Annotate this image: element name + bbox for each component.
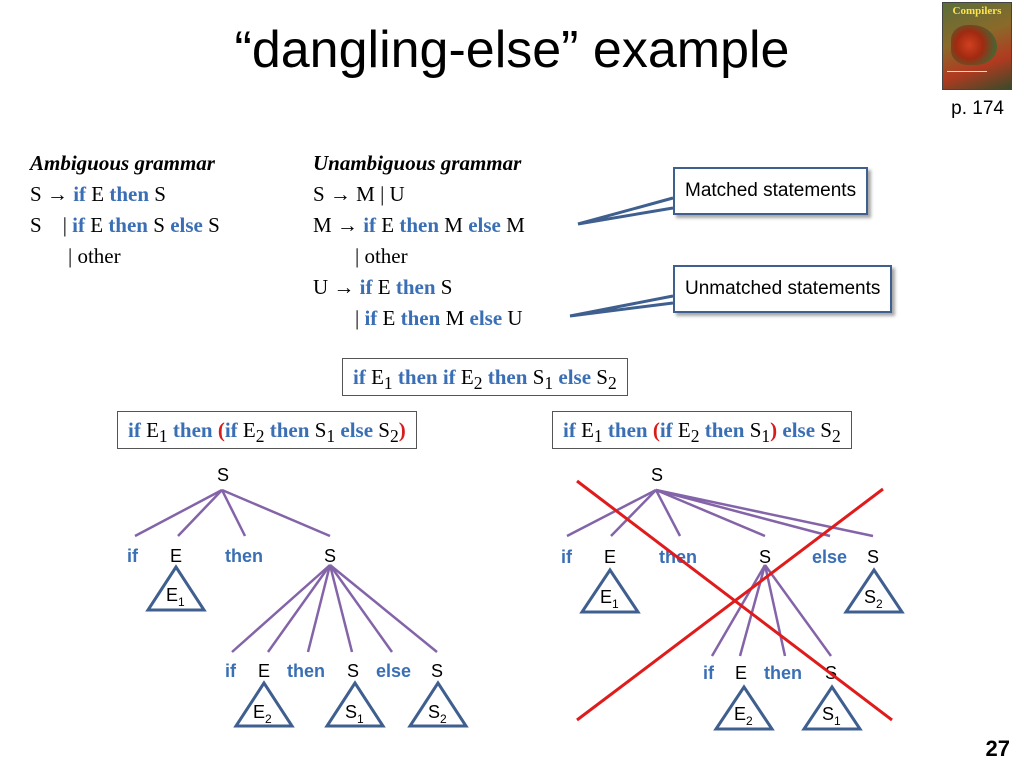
right-interpretation-box: if E1 then (if E2 then S1) else S2: [552, 411, 852, 449]
ambiguous-rule-2: S | if E then S else S: [30, 213, 220, 237]
left-tri-e1: [145, 564, 207, 612]
left-tree-inner-s2: S: [431, 661, 443, 681]
left-tri-s1: [324, 680, 386, 728]
right-tri-s2: [843, 567, 905, 614]
right-tri-e2: [713, 684, 775, 731]
left-tree-e1: E1: [166, 585, 185, 609]
right-tree-inner-e: E: [735, 663, 747, 683]
right-tree-if: if: [561, 547, 573, 567]
slide-number: 27: [985, 736, 1010, 761]
unmatched-statements-callout: Unmatched statements: [673, 265, 893, 313]
unambiguous-rule-4: U → if E then S: [313, 275, 453, 299]
left-tree-edges: [134, 488, 438, 653]
right-tree-s2: S2: [864, 587, 883, 611]
unambiguous-rule-1: S → M | U: [313, 182, 405, 206]
left-tree-s1: S1: [345, 702, 364, 726]
right-tree-edges: [566, 488, 874, 657]
left-tree-e2: E2: [253, 702, 272, 726]
right-tree-last-s: S: [867, 547, 879, 567]
book-cover-image: Compilers: [942, 2, 1012, 90]
book-cover-title: Compilers: [952, 5, 1002, 17]
left-tree-inner-else: else: [376, 661, 411, 681]
left-tree-inner-s: S: [324, 546, 336, 566]
unambiguous-rule-3: | other: [355, 244, 408, 268]
right-tree-e2: E2: [734, 704, 753, 728]
ambiguous-rule-3: | other: [68, 244, 121, 268]
matched-callout-connector: [577, 196, 674, 226]
input-sentence-box: if E1 then if E2 then S1 else S2: [342, 358, 628, 396]
left-tree-inner-s1: S: [347, 661, 359, 681]
left-tree-inner-if: if: [225, 661, 237, 681]
unambiguous-rule-2: M → if E then M else M: [313, 213, 525, 237]
ambiguous-rule-1: S → if E then S: [30, 182, 166, 206]
right-tree-cross-out: [576, 479, 893, 722]
left-interpretation-box: if E1 then (if E2 then S1 else S2): [117, 411, 417, 449]
left-tree-triangles: [145, 564, 469, 728]
page-reference: p. 174: [951, 98, 1004, 119]
matched-statements-callout: Matched statements: [673, 167, 869, 215]
right-tree-else: else: [812, 547, 847, 567]
left-tree-root-s: S: [217, 465, 229, 485]
right-tree-e: E: [604, 547, 616, 567]
right-tree-e1: E1: [600, 587, 619, 611]
right-tree-inner-if: if: [703, 663, 715, 683]
right-tree-triangles: [579, 567, 905, 731]
left-tree-if: if: [127, 546, 139, 566]
left-tree-s2: S2: [428, 702, 447, 726]
unambiguous-grammar: Unambiguous grammar S → M | U M → if E t…: [313, 148, 593, 334]
ambiguous-grammar: Ambiguous grammar S → if E then S S | if…: [30, 148, 300, 272]
right-tree-inner-s: S: [759, 547, 771, 567]
left-tree-e: E: [170, 546, 182, 566]
page-title: “dangling-else” example: [234, 21, 790, 79]
right-tree-root-s: S: [651, 465, 663, 485]
book-cover-authors: [947, 71, 987, 86]
dragon-illustration: [951, 25, 997, 65]
right-tree-s1: S1: [822, 704, 841, 728]
left-tree-inner-e: E: [258, 661, 270, 681]
left-tree-inner-then: then: [287, 661, 325, 681]
left-tri-e2: [233, 680, 295, 728]
left-tree-then: then: [225, 546, 263, 566]
right-tree-inner-then: then: [764, 663, 802, 683]
ambiguous-grammar-header: Ambiguous grammar: [30, 151, 215, 175]
left-tri-s2: [407, 680, 469, 728]
right-tri-e1: [579, 567, 641, 614]
unambiguous-rule-5: | if E then M else U: [355, 306, 523, 330]
unambiguous-grammar-header: Unambiguous grammar: [313, 151, 522, 175]
right-tri-s1: [801, 684, 863, 731]
unmatched-callout-connector: [569, 294, 674, 318]
